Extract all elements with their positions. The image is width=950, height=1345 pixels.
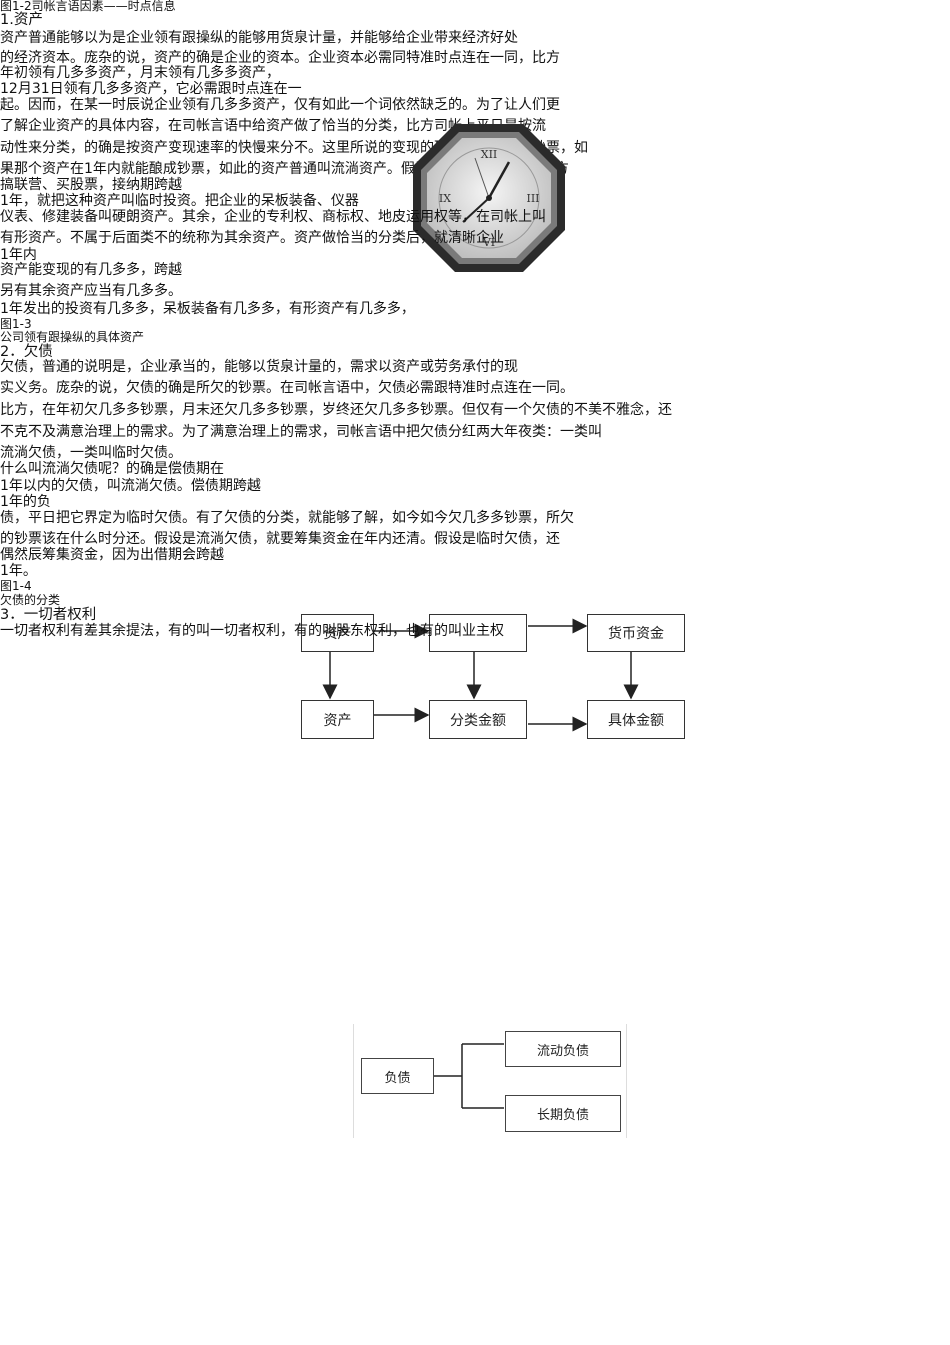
tree-child-box: 长期负债	[505, 1095, 621, 1132]
paragraph-line: 年初领有几多多资产，月末领有几多多资产，	[0, 65, 280, 81]
paragraph-line: 欠债，普通的说明是，企业承当的，能够以货泉计量的，需求以资产或劳务承付的现	[0, 359, 518, 375]
clock-illustration: XII III VI IX	[405, 118, 573, 278]
svg-text:IX: IX	[439, 192, 451, 205]
paragraph-line: 起。因而，在某一时辰说企业领有几多多资产，仅有如此一个词依然缺乏的。为了让人们更	[0, 97, 560, 113]
tree-root-box: 负债	[361, 1058, 434, 1094]
paragraph-line: 比方，在年初欠几多多钞票，月末还欠几多多钞票，岁终还欠几多多钞票。但仅有一个欠债…	[0, 402, 672, 418]
paragraph-line: 资产能变现的有几多多，跨越	[0, 262, 182, 278]
figure-caption-1-4: 图1-4	[0, 579, 32, 593]
paragraph-line: 1年发出的投资有几多多，呆板装备有几多多，有形资产有几多多，	[0, 301, 415, 317]
liability-classification-diagram: 负债 流动负债 长期负债	[353, 1024, 627, 1138]
paragraph-line: 12月31日领有几多多资产，它必需跟时点连在一	[0, 81, 302, 97]
flow-arrows	[322, 618, 639, 732]
section-heading-assets: 1.资产	[0, 12, 43, 28]
asset-flow-diagram: 资产 货币资金 资产 分类金额 具体金额	[298, 612, 688, 744]
flow-box-top-right: 货币资金	[587, 614, 685, 652]
paragraph-line: 1年内	[0, 247, 37, 263]
paragraph-line: 有形资产。不属于后面类不的统称为其余资产。资产做恰当的分类后，就清晰企业	[0, 230, 504, 246]
paragraph-line: 债，平日把它界定为临时欠债。有了欠债的分类，就能够了解，如今如今欠几多多钞票，所…	[0, 510, 574, 526]
figure-caption-1-2: 图1-2司帐言语因素——时点信息	[0, 0, 176, 13]
paragraph-line: 什么叫流淌欠债呢？的确是偿债期在	[0, 461, 224, 477]
svg-text:VI: VI	[482, 236, 495, 249]
tree-connectors	[434, 1043, 504, 1109]
flow-box-bottom-left: 资产	[301, 700, 374, 739]
tree-child-box: 流动负债	[505, 1031, 621, 1067]
svg-text:XII: XII	[481, 148, 498, 161]
paragraph-line: 1年的负	[0, 494, 51, 510]
paragraph-line: 一切者权利有差其余提法，有的叫一切者权利，有的叫股东权利，也有的叫业主权	[0, 623, 504, 639]
paragraph-line: 偶然辰筹集资金，因为出借期会跨越	[0, 547, 224, 563]
svg-text:III: III	[526, 192, 539, 205]
flow-box-bottom-right: 具体金额	[587, 700, 685, 739]
paragraph-line: 另有其余资产应当有几多多。	[0, 283, 182, 299]
flow-box-top-left: 资产	[301, 614, 374, 652]
flow-box-top-middle	[429, 614, 527, 652]
paragraph-line: 的钞票该在什么时分还。假设是流淌欠债，就要筹集资金在年内还清。假设是临时欠债，还	[0, 531, 560, 547]
paragraph-line: 1年，就把这种资产叫临时投资。把企业的呆板装备、仪器	[0, 193, 359, 209]
octagon-clock-icon: XII III VI IX	[413, 124, 565, 272]
figure-caption-1-3: 图1-3	[0, 317, 32, 331]
figure-caption-1-4-title: 欠债的分类	[0, 593, 61, 607]
paragraph-line: 不克不及满意治理上的需求。为了满意治理上的需求，司帐言语中把欠债分红两大年夜类：…	[0, 424, 602, 440]
figure-caption-1-3-title: 公司领有跟操纵的具体资产	[0, 330, 145, 344]
section-heading-liabilities: 2．欠债	[0, 344, 53, 360]
paragraph-line: 仪表、修建装备叫硬朗资产。其余，企业的专利权、商标权、地皮运用权等，在司帐上叫	[0, 209, 546, 225]
section-heading-equity: 3．一切者权利	[0, 607, 97, 623]
paragraph-line: 1年以内的欠债，叫流淌欠债。偿债期跨越	[0, 478, 261, 494]
flow-box-bottom-middle: 分类金额	[429, 700, 527, 739]
paragraph-line: 1年。	[0, 563, 37, 579]
paragraph-line: 流淌欠债，一类叫临时欠债。	[0, 445, 182, 461]
paragraph-line: 搞联营、买股票，接纳期跨越	[0, 177, 182, 193]
paragraph-line: 了解企业资产的具体内容，在司帐言语中给资产做了恰当的分类，比方司帐上平日是按流	[0, 118, 546, 134]
paragraph-line: 实义务。庞杂的说，欠债的确是所欠的钞票。在司帐言语中，欠债必需跟特准时点连在一同…	[0, 380, 574, 396]
paragraph-line: 资产普通能够以为是企业领有跟操纵的能够用货泉计量，并能够给企业带来经济好处	[0, 30, 518, 46]
paragraph-line: 的经济资本。庞杂的说，资产的确是企业的资本。企业资本必需同特准时点连在一同，比方	[0, 50, 560, 66]
